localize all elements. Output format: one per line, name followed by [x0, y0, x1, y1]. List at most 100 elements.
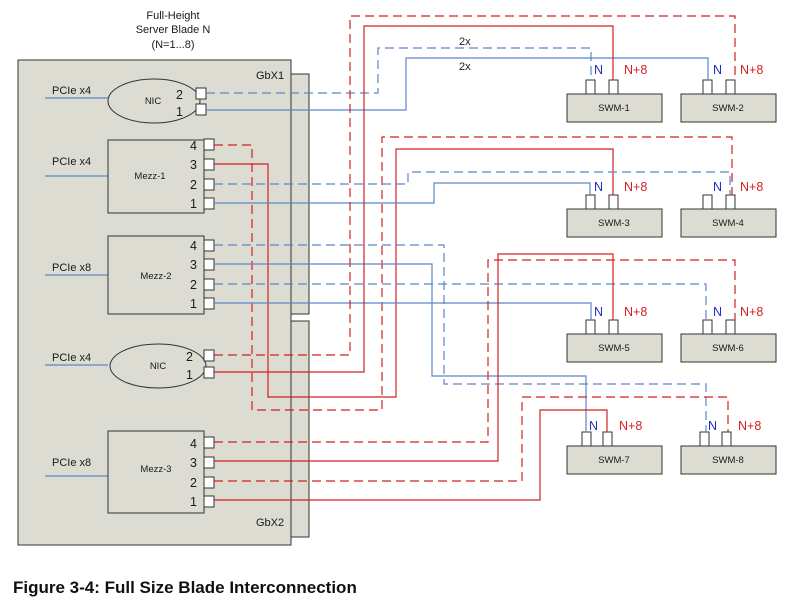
swm-1-n-label: N: [594, 63, 603, 77]
mezz2-port-4-label: 4: [190, 239, 197, 253]
swm-2-port-n8: [725, 79, 736, 95]
nic-top-bus-label: PCIe x4: [52, 85, 91, 97]
mezz1-port-3-label: 3: [190, 158, 197, 172]
swm-6-port-n8: [725, 319, 736, 335]
swm-3-n-label: N: [594, 180, 603, 194]
nic-top-port-2: [195, 87, 207, 100]
wires-mezz3: [214, 253, 736, 501]
mezz3-port-4-label: 4: [190, 437, 197, 451]
mezz3-device: [107, 430, 205, 514]
nic-top-port-1-label: 1: [176, 105, 183, 119]
wires-mezz1: [214, 136, 733, 411]
swm-6-label: SWM-6: [712, 343, 744, 354]
swm-8-port-n8: [721, 431, 732, 447]
swm-4-port-n8: [725, 194, 736, 210]
swm-5-n-label: N: [594, 305, 603, 319]
wires-nic-bot: [214, 15, 736, 373]
nic-top-port-1: [195, 103, 207, 116]
swm-1-label: SWM-1: [598, 103, 630, 114]
swm-5-n8-label: N+8: [624, 305, 647, 319]
mezz2-label: Mezz-2: [140, 271, 171, 282]
swm-2-n8-label: N+8: [740, 63, 763, 77]
swm-5-port-n8: [608, 319, 619, 335]
swm-2-port-n: [702, 79, 713, 95]
mezz2-port-2-label: 2: [190, 278, 197, 292]
nic-bot-port-1-label: 1: [186, 368, 193, 382]
mezz2-device: [107, 235, 205, 315]
nic-bot-device: [109, 343, 207, 389]
swm-8-n8-label: N+8: [738, 419, 761, 433]
mezz1-port-2-label: 2: [190, 178, 197, 192]
header-line-3: (N=1...8): [151, 39, 194, 51]
swm-4-label: SWM-4: [712, 218, 744, 229]
swm-7-port-n8: [602, 431, 613, 447]
swm-4-n8-label: N+8: [740, 180, 763, 194]
swm-2-n-label: N: [713, 63, 722, 77]
mezz2-port-1: [203, 297, 215, 310]
mezz1-device: [107, 139, 205, 214]
swm-5-port-n: [585, 319, 596, 335]
swm-7-n8-label: N+8: [619, 419, 642, 433]
swm-6-n8-label: N+8: [740, 305, 763, 319]
mezz3-label: Mezz-3: [140, 464, 171, 475]
wires-nic-top: [206, 47, 709, 111]
swm-3-n8-label: N+8: [624, 180, 647, 194]
figure-caption: Figure 3-4: Full Size Blade Interconnect…: [13, 578, 357, 597]
mezz3-port-2: [203, 476, 215, 489]
swm-3-port-n8: [608, 194, 619, 210]
mezz2-port-3: [203, 258, 215, 271]
mezz1-port-2: [203, 178, 215, 191]
pcie-lines: [45, 97, 110, 477]
mezz3-bus-label: PCIe x8: [52, 457, 91, 469]
nic-bot-port-1: [203, 366, 215, 379]
swm-8: SWM-8 N N+8: [680, 419, 777, 475]
swm-6: SWM-6 N N+8: [680, 305, 777, 363]
swm-1-port-n8: [608, 79, 619, 95]
swm-6-port-n: [702, 319, 713, 335]
swm-8-port-n: [699, 431, 710, 447]
gbx2-label: GbX2: [256, 517, 284, 529]
annotation-2x-a: 2x: [459, 36, 471, 48]
swm-3-label: SWM-3: [598, 218, 630, 229]
mezz1-port-4-label: 4: [190, 139, 197, 153]
swm-6-n-label: N: [713, 305, 722, 319]
header-line-1: Full-Height: [146, 10, 199, 22]
swm-4-port-n: [702, 194, 713, 210]
swm-5: SWM-5 N N+8: [566, 305, 663, 363]
swm-2: SWM-2 N N+8: [680, 63, 777, 123]
swm-1-n8-label: N+8: [624, 63, 647, 77]
swm-8-n-label: N: [708, 419, 717, 433]
mezz2-port-1-label: 1: [190, 297, 197, 311]
swm-4: SWM-4 N N+8: [680, 180, 777, 238]
mezz1-bus-label: PCIe x4: [52, 156, 91, 168]
mezz1-port-3: [203, 158, 215, 171]
mezz3-port-3: [203, 456, 215, 469]
swm-7-port-n: [581, 431, 592, 447]
swm-2-label: SWM-2: [712, 103, 744, 114]
swm-7-n-label: N: [589, 419, 598, 433]
swm-8-label: SWM-8: [712, 455, 744, 466]
header-line-2: Server Blade N: [136, 24, 211, 36]
mezz3-port-4: [203, 436, 215, 449]
mezz1-port-1-label: 1: [190, 197, 197, 211]
nic-top-device: [107, 78, 201, 124]
nic-bot-port-2-label: 2: [186, 350, 193, 364]
swm-3: SWM-3 N N+8: [566, 180, 663, 238]
wires-mezz2: [214, 244, 707, 432]
mezz2-port-2: [203, 278, 215, 291]
interconnect-diagram: Full-Height Server Blade N (N=1...8) GbX…: [17, 10, 777, 546]
mezz2-port-4: [203, 239, 215, 252]
swm-3-port-n: [585, 194, 596, 210]
annotation-2x-b: 2x: [459, 61, 471, 73]
gbx2-connector: [290, 320, 310, 538]
swm-7: SWM-7 N N+8: [566, 419, 663, 475]
nic-bot-label: NIC: [150, 361, 167, 372]
mezz3-port-1-label: 1: [190, 495, 197, 509]
gbx1-label: GbX1: [256, 70, 284, 82]
mezz1-port-1: [203, 197, 215, 210]
nic-bot-bus-label: PCIe x4: [52, 352, 91, 364]
swm-4-n-label: N: [713, 180, 722, 194]
nic-bot-port-2: [203, 349, 215, 362]
nic-top-label: NIC: [145, 96, 162, 107]
mezz2-port-3-label: 3: [190, 258, 197, 272]
